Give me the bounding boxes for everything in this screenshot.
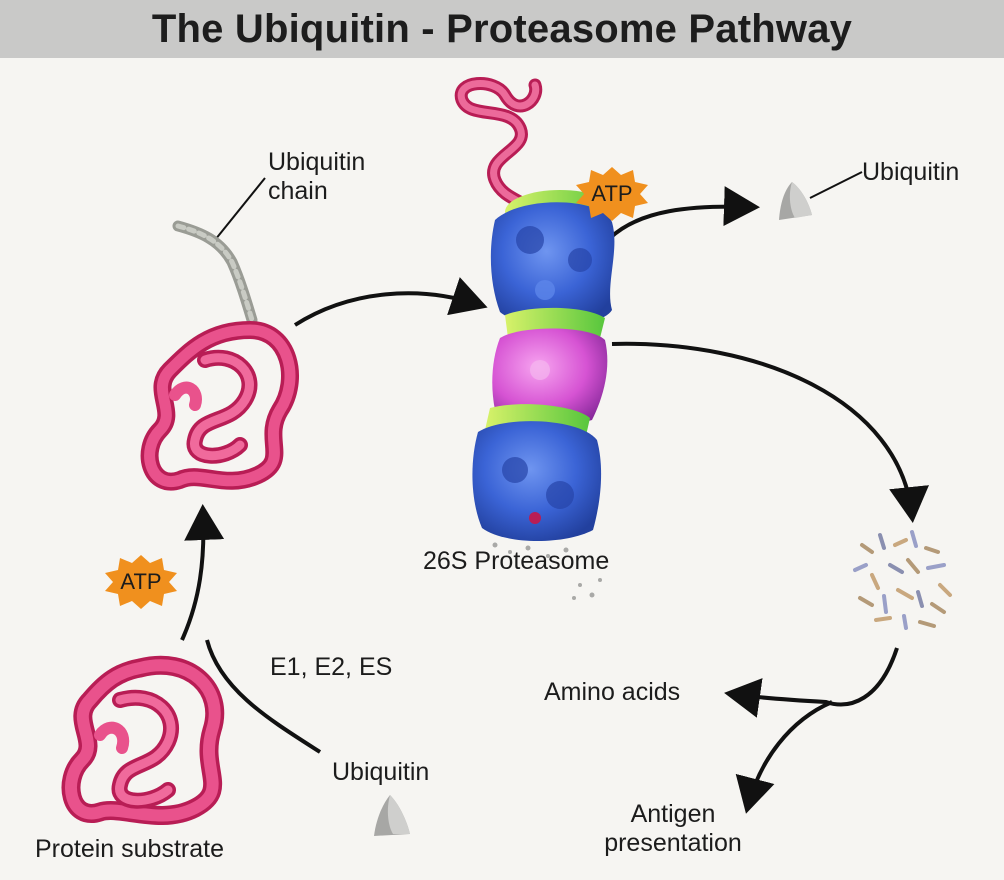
proteasome-label: 26S Proteasome	[423, 547, 610, 575]
arrow-to-proteasome	[293, 277, 488, 327]
protein-substrate-label: Protein substrate	[35, 835, 224, 863]
title-bar: The Ubiquitin - Proteasome Pathway	[0, 0, 1004, 58]
arrow-to-antigen	[735, 700, 833, 814]
antigen-presentation-label-line2: presentation	[604, 828, 742, 857]
arrow-substrate-to-tagged	[180, 504, 225, 641]
arrow-ubiquitin-release	[608, 186, 760, 240]
atp-left-label: ATP	[120, 569, 162, 594]
ubiquitin-chain-icon	[172, 220, 258, 326]
ubiquitin-chain-label-line1: Ubiquitin	[268, 148, 366, 176]
ubiquitin-leader-line	[809, 171, 863, 199]
ubiquitin-chain-label: Ubiquitin chain	[268, 148, 365, 206]
amino-acids-label: Amino acids	[544, 678, 681, 706]
ubiquitin-free-label: Ubiquitin	[332, 758, 430, 786]
antigen-presentation-label-line1: Antigen	[630, 800, 716, 828]
ubiquitin-free-icon	[374, 795, 410, 836]
ubiquitin-released-icon	[779, 182, 812, 220]
atp-burst-left-icon	[105, 555, 177, 609]
atp-burst-top-icon	[576, 167, 648, 221]
proteasome-icon	[472, 190, 615, 600]
arrow-to-peptides	[611, 341, 929, 523]
arrow-to-amino-acids	[724, 647, 899, 718]
unfolding-protein-strand	[454, 77, 555, 239]
antigen-presentation-label: Antigen presentation	[588, 800, 758, 858]
atp-top-label: ATP	[591, 181, 633, 206]
peptide-fragments-icon	[853, 530, 952, 630]
ubiquitin-chain-leader-line	[214, 177, 266, 241]
enzymes-label: E1, E2, ES	[270, 653, 393, 681]
page-title: The Ubiquitin - Proteasome Pathway	[151, 6, 853, 51]
arrow-ubiquitin-joins	[205, 639, 322, 754]
tagged-protein-icon	[140, 321, 299, 491]
protein-substrate-icon	[61, 655, 225, 825]
ubiquitin-chain-label-line2: chain	[268, 176, 328, 205]
ubiquitin-released-label: Ubiquitin	[862, 158, 960, 186]
